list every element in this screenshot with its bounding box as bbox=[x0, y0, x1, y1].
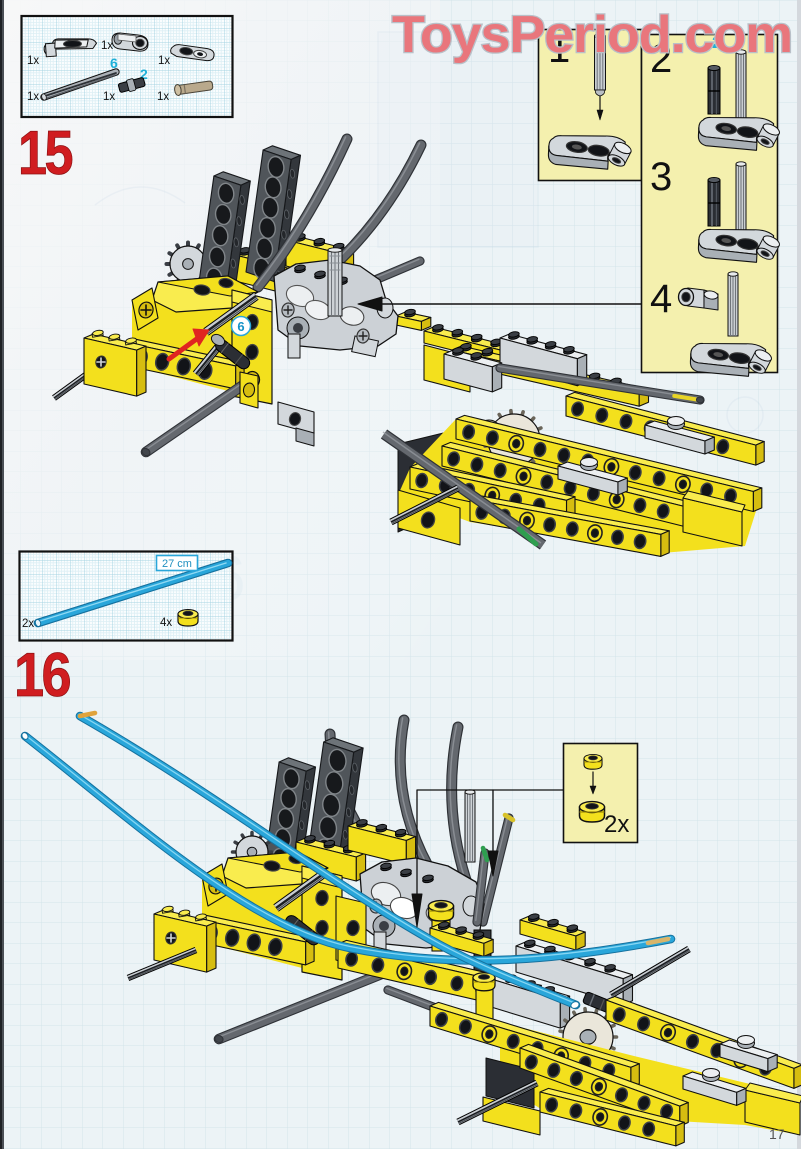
svg-text:27 cm: 27 cm bbox=[162, 558, 192, 570]
svg-text:6: 6 bbox=[237, 319, 244, 334]
svg-text:1: 1 bbox=[548, 27, 570, 71]
svg-text:4: 4 bbox=[650, 277, 672, 321]
svg-text:1x: 1x bbox=[27, 91, 39, 103]
svg-text:2x: 2x bbox=[22, 618, 34, 630]
svg-text:17: 17 bbox=[769, 1126, 785, 1142]
svg-text:4x: 4x bbox=[160, 617, 172, 629]
svg-text:2x: 2x bbox=[604, 811, 629, 838]
svg-text:1x: 1x bbox=[158, 55, 170, 67]
svg-text:3: 3 bbox=[650, 155, 672, 199]
svg-text:6: 6 bbox=[110, 55, 118, 71]
svg-text:1x: 1x bbox=[101, 40, 113, 52]
svg-text:2: 2 bbox=[712, 33, 721, 52]
svg-text:2: 2 bbox=[650, 37, 672, 81]
svg-text:ToysPeriod.com: ToysPeriod.com bbox=[392, 6, 792, 64]
svg-text:1x: 1x bbox=[27, 55, 39, 67]
svg-text:16: 16 bbox=[14, 641, 70, 710]
svg-text:2: 2 bbox=[140, 66, 148, 82]
svg-text:15: 15 bbox=[18, 119, 72, 188]
svg-text:1x: 1x bbox=[103, 91, 115, 103]
svg-text:1x: 1x bbox=[157, 91, 169, 103]
